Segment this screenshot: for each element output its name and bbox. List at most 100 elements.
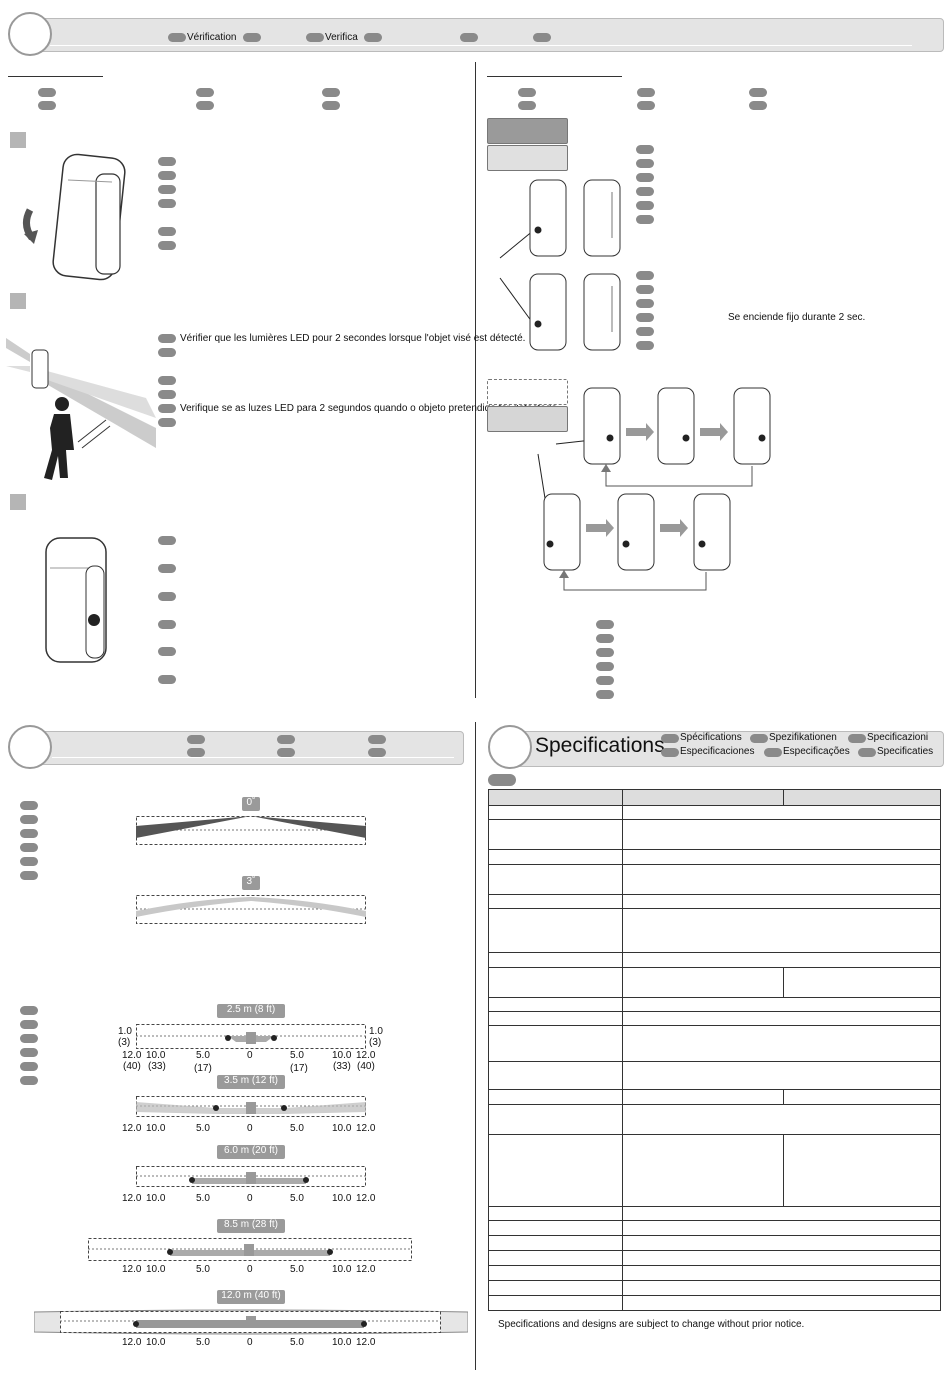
lang-pill (518, 101, 536, 110)
axis-tick: 5.0 (290, 1123, 304, 1134)
lang-pill (858, 748, 876, 757)
led-cycle-illustration (537, 387, 771, 591)
angle-tag-3: 3˚ (242, 876, 260, 890)
lang-pill (636, 313, 654, 322)
table-row (488, 1089, 941, 1105)
lang-pill (749, 101, 767, 110)
axis-tick-ft: (17) (194, 1063, 212, 1074)
table-row (488, 1250, 941, 1266)
lang-pill (158, 376, 176, 385)
axis-tick: 5.0 (196, 1193, 210, 1204)
axis-tick: 10.0 (332, 1264, 352, 1275)
led-mode-box-dark (487, 118, 568, 144)
range-tag-6m: 6.0 m (20 ft) (217, 1145, 285, 1159)
table-row (488, 789, 941, 806)
lang-pill (20, 829, 38, 838)
lang-pill (596, 662, 614, 671)
lang-pill (158, 227, 176, 236)
lang-pill (322, 88, 340, 97)
lang-pill (158, 185, 176, 194)
section-number-circle (8, 12, 52, 56)
table-row (488, 894, 941, 909)
lang-pill (636, 145, 654, 154)
angle-diagram-3 (136, 895, 366, 924)
table-row (488, 952, 941, 968)
lang-pill (596, 620, 614, 629)
lang-pill (158, 675, 176, 684)
lang-pill (636, 215, 654, 224)
table-row (488, 1134, 941, 1207)
lang-pill (187, 735, 205, 744)
axis-tick: 0 (247, 1050, 253, 1061)
table-row (488, 1206, 941, 1221)
axis-tick: 10.0 (332, 1050, 352, 1061)
lang-pill (636, 299, 654, 308)
center-divider-top (475, 62, 476, 698)
specs-label-pt: Especificações (783, 746, 850, 757)
lang-pill (20, 815, 38, 824)
lang-pill (460, 33, 478, 42)
lang-pill (38, 101, 56, 110)
table-row (488, 1220, 941, 1236)
table-row (488, 997, 941, 1012)
lang-label-it: Verifica (325, 32, 358, 43)
led-devices-illustration (499, 179, 621, 351)
lang-pill (637, 88, 655, 97)
lang-pill (368, 748, 386, 757)
lang-pill (661, 734, 679, 743)
height-ft-left: (3) (118, 1037, 131, 1048)
axis-tick: 12.0 (122, 1337, 142, 1348)
walk-test-note-pt: Verifique se as luzes LED para 2 segundo… (180, 403, 560, 414)
lang-pill (20, 1020, 38, 1029)
axis-tick: 10.0 (332, 1337, 352, 1348)
top-header-bar (28, 18, 944, 52)
axis-tick: 0 (247, 1123, 253, 1134)
axis-tick: 12.0 (122, 1050, 142, 1061)
axis-tick-ft: (17) (290, 1063, 308, 1074)
lang-pill (20, 857, 38, 866)
lang-pill (20, 843, 38, 852)
lang-pill (158, 241, 176, 250)
specs-label-de: Spezifikationen (769, 732, 837, 743)
table-row (488, 1295, 941, 1311)
range-tag-12m: 12.0 m (40 ft) (217, 1290, 285, 1304)
led-mode-box-light (487, 145, 568, 171)
section-number-circle (8, 725, 52, 769)
angle-diagram-0 (136, 816, 366, 845)
lang-pill (636, 327, 654, 336)
lang-pill (20, 1034, 38, 1043)
lang-pill (306, 33, 324, 42)
table-row (488, 1265, 941, 1281)
center-divider-bottom (475, 722, 476, 1370)
lang-pill (158, 536, 176, 545)
axis-tick: 12.0 (356, 1050, 376, 1061)
axis-tick: 5.0 (196, 1050, 210, 1061)
axis-tick: 12.0 (356, 1193, 376, 1204)
axis-tick: 12.0 (356, 1264, 376, 1275)
table-row (488, 1011, 941, 1026)
detection-area-header-bar (28, 731, 464, 765)
lang-pill (20, 1076, 38, 1085)
angle-tag-0: 0˚ (242, 797, 260, 811)
height-ft-right: (3) (369, 1037, 382, 1048)
axis-tick: 12.0 (122, 1193, 142, 1204)
axis-tick: 12.0 (122, 1123, 142, 1134)
range-diagram-6m (136, 1166, 366, 1187)
lang-pill (518, 88, 536, 97)
spec-lang-pill (488, 774, 516, 786)
axis-tick: 10.0 (146, 1193, 166, 1204)
lang-pill (196, 88, 214, 97)
lang-pill (749, 88, 767, 97)
range-diagram-12m (34, 1309, 468, 1335)
lang-pill (637, 101, 655, 110)
height-label-left: 1.0 (118, 1026, 132, 1037)
axis-tick: 0 (247, 1264, 253, 1275)
lang-pill (533, 33, 551, 42)
lang-pill (158, 647, 176, 656)
axis-tick: 5.0 (196, 1337, 210, 1348)
lang-pill (20, 871, 38, 880)
lang-pill (636, 173, 654, 182)
lang-pill (661, 748, 679, 757)
lang-pill (750, 734, 768, 743)
lang-pill (158, 348, 176, 357)
